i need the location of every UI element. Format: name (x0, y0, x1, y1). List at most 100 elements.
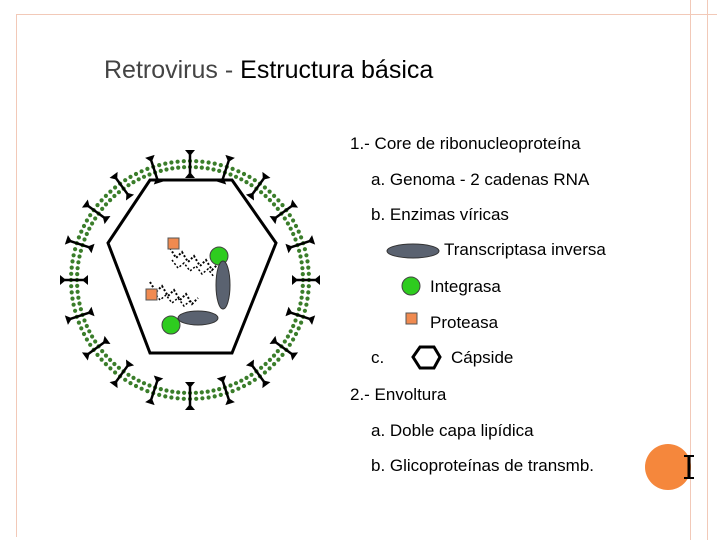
lipid-dot (306, 271, 311, 276)
lipid-dot (194, 396, 199, 401)
title-part1: Retrovirus - (104, 56, 241, 84)
lipid-dot (163, 161, 168, 166)
lipid-dot (69, 284, 74, 289)
lipid-dot (103, 202, 109, 207)
glycoprotein-spike (109, 359, 135, 389)
lipid-dot (99, 198, 104, 203)
lipid-dot (113, 185, 118, 190)
lipid-dot (193, 165, 198, 170)
glycoprotein-spike (81, 199, 111, 225)
lipid-dot (199, 165, 204, 170)
glycoprotein-spike (216, 375, 235, 406)
lipid-dot (78, 307, 83, 312)
lipid-dot (73, 247, 78, 252)
lipid-dot (276, 198, 281, 203)
glycoprotein-spike (269, 335, 299, 361)
lipid-dot (217, 168, 222, 173)
lipid-dot (141, 174, 147, 179)
lipid-dot (297, 307, 302, 312)
lipid-dot (193, 390, 198, 395)
glycoprotein-spike (285, 235, 316, 254)
lipid-bilayer (68, 158, 312, 402)
lipid-dot (280, 203, 285, 208)
lipid-dot (306, 290, 311, 295)
lipid-dot (123, 377, 128, 382)
lipid-dot (263, 193, 268, 199)
lipid-dot (116, 365, 121, 370)
lipid-dot (145, 389, 150, 394)
lipid-dot (76, 235, 81, 240)
lipid-dot (136, 177, 141, 182)
lipid-dot (230, 389, 235, 394)
lipid-dot (228, 172, 233, 177)
glycoprotein-spike (81, 335, 111, 361)
lipid-dot (108, 189, 113, 194)
legend-capsid-icon (411, 345, 442, 370)
capsid-hexagon (106, 178, 278, 355)
lipid-dot (79, 326, 84, 331)
lipid-dot (116, 190, 121, 195)
lipid-dot (133, 171, 139, 177)
glycoprotein-spike (245, 171, 271, 201)
lipid-dot (170, 389, 175, 394)
lipid-dot (287, 213, 292, 218)
lipid-dot (164, 388, 169, 393)
lipid-dot (285, 221, 290, 226)
lipid-dot (280, 352, 285, 357)
lipid-dot (299, 260, 304, 265)
lipid-dot (181, 396, 186, 401)
lipid-dot (267, 198, 272, 203)
capsid-letter: c. (371, 348, 385, 367)
lipid-dot (163, 394, 168, 399)
lipid-dot (211, 167, 216, 172)
lipid-dot (212, 161, 217, 166)
lipid-dot (84, 231, 89, 237)
lipid-dot (252, 377, 257, 382)
lipid-dot (95, 352, 100, 357)
reverse-transcriptase-icon-2 (177, 310, 219, 326)
lipid-dot (241, 383, 247, 389)
lipid-dot (103, 353, 109, 358)
lipid-dot (81, 223, 87, 229)
capsid-label: Cápside (451, 348, 514, 367)
lipid-dot (288, 329, 293, 334)
lipid-dot (131, 375, 136, 380)
lipid-dot (126, 372, 131, 377)
lipid-dot (249, 183, 254, 188)
lipid-dot (291, 218, 296, 223)
lipid-dot (79, 229, 84, 234)
lipid-dot (87, 329, 92, 334)
lipid-dot (84, 323, 89, 329)
genome-label: a. Genoma - 2 cadenas RNA (371, 170, 590, 189)
lipid-dot (233, 381, 239, 386)
lipid-dot (100, 206, 105, 211)
legend-rt-icon (386, 243, 440, 259)
lipid-dot (158, 387, 163, 392)
lipid-dot (113, 370, 118, 375)
lipid-dot (298, 254, 303, 259)
lipid-dot (70, 259, 75, 264)
lipid-dot (218, 163, 223, 168)
lipid-dot (157, 163, 162, 168)
title-part2: Estructura básica (240, 56, 434, 84)
lipid-dot (141, 381, 147, 386)
lipid-dot (75, 283, 80, 288)
lipid-dot (244, 180, 249, 185)
lipid-dot (139, 169, 144, 174)
lipid-dot (291, 323, 296, 329)
lipid-dot (271, 202, 277, 207)
integrase-label: Integrasa (430, 277, 501, 296)
page-title: Retrovirus - Estructura básica (104, 56, 433, 85)
glycoprotein-spike (60, 275, 88, 285)
lipid-dot (285, 334, 290, 339)
lipid-dot (205, 166, 210, 171)
lipid-dot (71, 302, 76, 307)
lipid-dot (128, 381, 133, 386)
lipid-dot (75, 289, 80, 294)
lipid-dot (139, 386, 144, 391)
lipid-dot (291, 231, 296, 237)
lipid-dot (93, 216, 98, 221)
envelope-label: 2.- Envoltura (350, 385, 447, 404)
lipid-dot (147, 172, 152, 177)
